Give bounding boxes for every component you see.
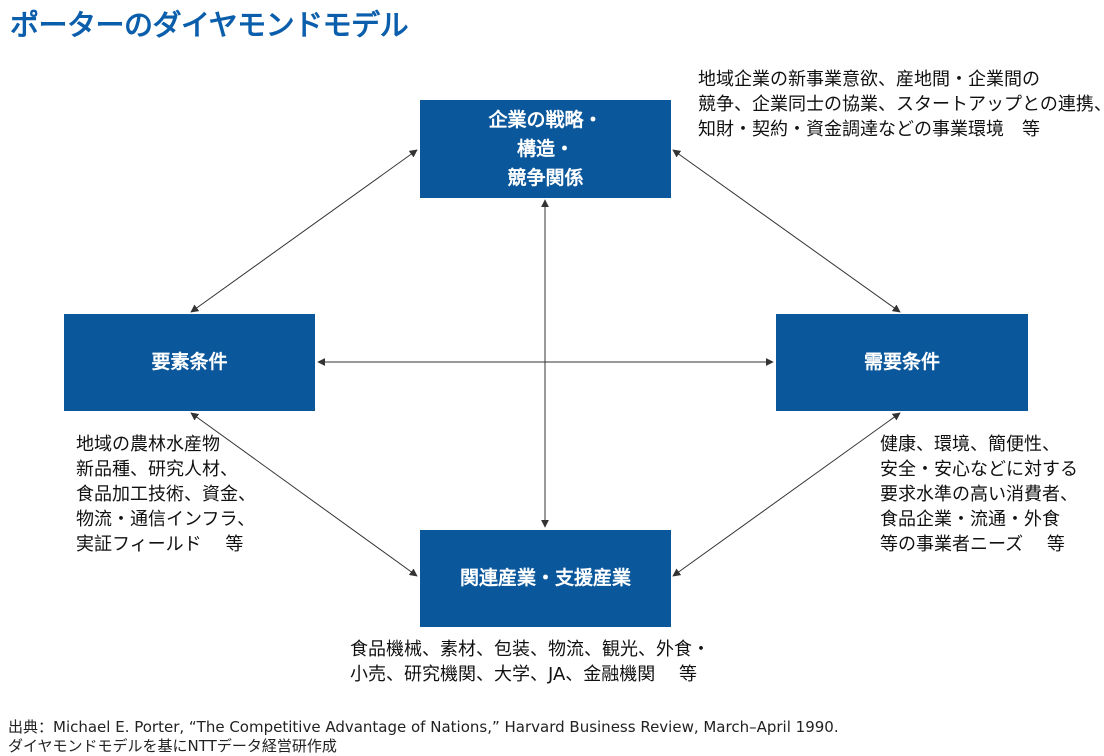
description-strategy: 地域企業の新事業意欲、産地間・企業間の 競争、企業同士の協業、スタートアップとの… [698,67,1104,142]
source-line-1: 出典：Michael E. Porter, “The Competitive A… [8,718,839,736]
arrow-factor-related [190,412,418,577]
description-line: 食品機械、素材、包装、物流、観光、外食・ [350,639,710,660]
description-line: 知財・契約・資金調達などの事業環境 等 [698,119,1040,140]
node-related-supporting-industries: 関連産業・支援産業 [420,530,671,627]
node-label-line: 関連産業・支援産業 [459,567,631,589]
description-line: 地域の農林水産物 [76,434,220,455]
node-label-line: 構造・ [516,137,574,160]
description-related: 食品機械、素材、包装、物流、観光、外食・ 小売、研究機関、大学、JA、金融機関 … [350,637,710,687]
node-label-line: 要素条件 [151,351,228,373]
description-line: 食品企業・流通・外食 [880,509,1060,530]
description-line: 実証フィールド 等 [76,534,244,555]
arrow-demand-related [672,412,901,577]
description-line: 食品加工技術、資金、 [76,484,256,505]
description-line: 競争、企業同士の協業、スタートアップとの連携、 [698,94,1104,115]
node-factor-conditions: 要素条件 [64,314,315,411]
node-label-line: 競争関係 [507,166,584,189]
arrow-strategy-demand [672,149,901,313]
page-title: ポーターのダイヤモンドモデル [10,8,409,42]
node-strategy-structure-rivalry: 企業の戦略・ 構造・ 競争関係 [420,100,671,198]
description-line: 新品種、研究人材、 [76,459,238,480]
source-citation: 出典：Michael E. Porter, “The Competitive A… [8,718,839,756]
description-line: 小売、研究機関、大学、JA、金融機関 等 [350,664,698,685]
arrow-strategy-factor [190,149,418,313]
node-label-line: 企業の戦略・ [488,108,603,131]
description-factor: 地域の農林水産物 新品種、研究人材、 食品加工技術、資金、 物流・通信インフラ、… [76,432,256,557]
description-line: 安全・安心などに対する [880,459,1078,480]
description-line: 等の事業者ニーズ 等 [880,534,1065,555]
node-demand-conditions: 需要条件 [776,314,1028,411]
description-line: 要求水準の高い消費者、 [880,484,1078,505]
description-line: 健康、環境、簡便性、 [880,434,1060,455]
description-line: 地域企業の新事業意欲、産地間・企業間の [698,69,1040,90]
description-demand: 健康、環境、簡便性、 安全・安心などに対する 要求水準の高い消費者、 食品企業・… [880,432,1078,557]
node-label-line: 需要条件 [863,351,940,373]
description-line: 物流・通信インフラ、 [76,509,256,530]
source-line-2: ダイヤモンドモデルを基にNTTデータ経営研作成 [8,737,337,755]
